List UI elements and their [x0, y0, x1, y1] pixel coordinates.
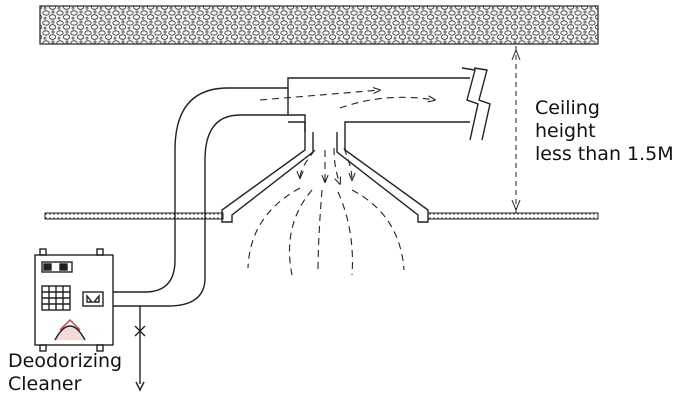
deodorizing-cleaner-unit	[34, 248, 146, 392]
device-label-line-1: Deodorizing	[8, 350, 123, 372]
ceiling-height-dimension	[511, 46, 521, 213]
false-ceiling	[44, 212, 599, 220]
diffuser-hood	[221, 132, 429, 223]
device-label-line-2: Cleaner	[8, 373, 82, 395]
concrete-slab	[39, 5, 599, 45]
ceiling-height-label: Ceiling height less than 1.5M	[535, 97, 674, 166]
ceiling-label-line-1: Ceiling	[535, 97, 600, 119]
ceiling-label-line-3: less than 1.5M	[535, 143, 674, 165]
duct-system	[112, 67, 491, 307]
ceiling-label-line-2: height	[535, 120, 596, 142]
deodorizing-cleaner-label: Deodorizing Cleaner	[8, 350, 122, 396]
airflow-arrows	[247, 90, 435, 276]
